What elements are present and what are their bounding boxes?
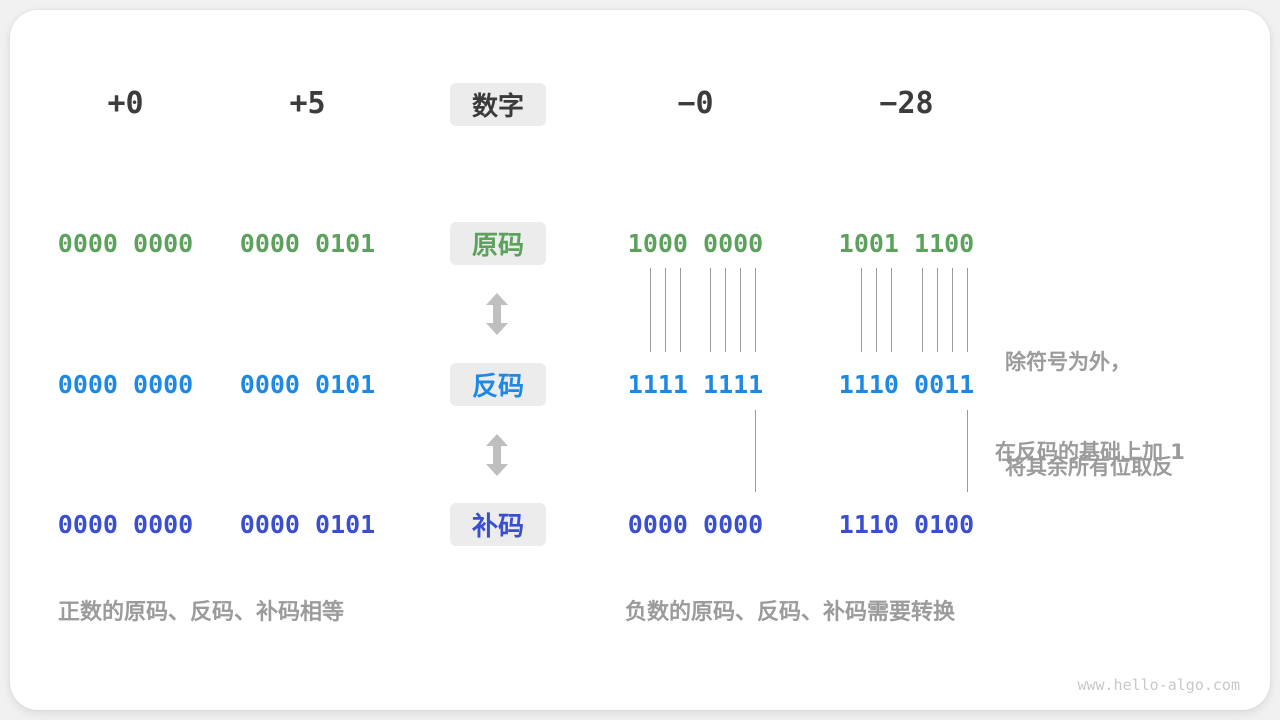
- updown-arrow-icon: [486, 293, 508, 335]
- column-header-neg28: −28: [879, 85, 934, 121]
- twos-complement-neg28: 1110 0100: [838, 509, 975, 539]
- row-label-number: 数字: [450, 83, 546, 126]
- bit-mapping-line: [891, 268, 892, 352]
- bit-mapping-line: [755, 268, 756, 352]
- column-header-pos0: +0: [107, 85, 144, 121]
- bit-mapping-line: [876, 268, 877, 352]
- bit-mapping-line: [665, 268, 666, 352]
- ones-complement-pos0: 0000 0000: [57, 369, 194, 399]
- sign-magnitude-pos0: 0000 0000: [57, 228, 194, 258]
- negative-numbers-caption: 负数的原码、反码、补码需要转换: [625, 600, 956, 625]
- bit-mapping-line: [937, 268, 938, 352]
- watermark: www.hello-algo.com: [1077, 676, 1240, 694]
- row-label-sign-magnitude: 原码: [450, 222, 546, 265]
- bit-mapping-line: [680, 268, 681, 352]
- sign-magnitude-pos5: 0000 0101: [239, 228, 376, 258]
- add-one-line: [755, 410, 756, 492]
- invert-bits-annotation-line1: 除符号为外，: [1005, 350, 1131, 374]
- bit-mapping-line: [725, 268, 726, 352]
- sign-magnitude-neg0: 1000 0000: [627, 228, 764, 258]
- bit-mapping-line: [922, 268, 923, 352]
- sign-magnitude-neg28: 1001 1100: [838, 228, 975, 258]
- updown-arrow-icon: [486, 434, 508, 476]
- add-one-annotation: 在反码的基础上加 1: [995, 440, 1185, 464]
- invert-bits-annotation-line2: 将其余所有位取反: [1005, 455, 1173, 479]
- twos-complement-pos5: 0000 0101: [239, 509, 376, 539]
- row-label-ones-complement: 反码: [450, 363, 546, 406]
- bit-mapping-line: [650, 268, 651, 352]
- ones-complement-neg0: 1111 1111: [627, 369, 764, 399]
- bit-mapping-line: [740, 268, 741, 352]
- row-label-twos-complement: 补码: [450, 503, 546, 546]
- bit-mapping-line: [967, 268, 968, 352]
- ones-complement-pos5: 0000 0101: [239, 369, 376, 399]
- bit-mapping-line: [861, 268, 862, 352]
- bit-mapping-line: [952, 268, 953, 352]
- positive-numbers-caption: 正数的原码、反码、补码相等: [58, 600, 345, 625]
- column-header-pos5: +5: [289, 85, 326, 121]
- twos-complement-pos0: 0000 0000: [57, 509, 194, 539]
- ones-complement-neg28: 1110 0011: [838, 369, 975, 399]
- diagram-card: +0 +5 −0 −28 数字 原码 反码 补码 0000 0000 0000 …: [10, 10, 1270, 710]
- add-one-line: [967, 410, 968, 492]
- column-header-neg0: −0: [677, 85, 714, 121]
- invert-bits-annotation: 除符号为外， 将其余所有位取反: [1005, 275, 1173, 555]
- twos-complement-neg0: 0000 0000: [627, 509, 764, 539]
- bit-mapping-line: [710, 268, 711, 352]
